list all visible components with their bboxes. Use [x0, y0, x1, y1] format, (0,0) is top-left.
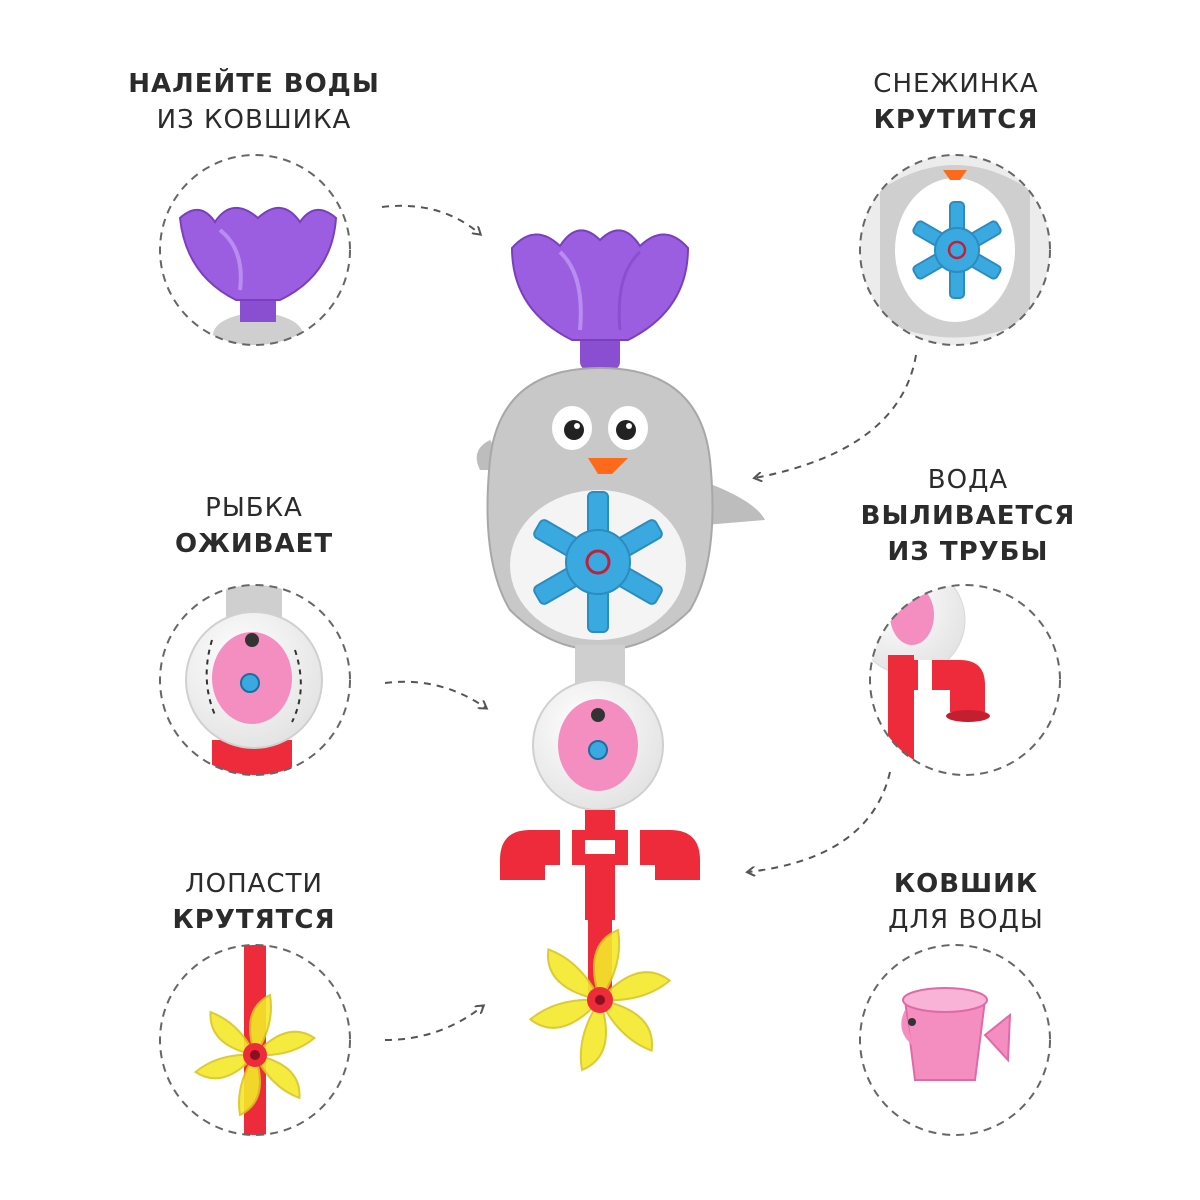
caption-snowflake-spins: СНЕЖИНКА КРУТИТСЯ [786, 66, 1126, 138]
caption-fish-comes-alive: РЫБКА ОЖИВАЕТ [84, 490, 424, 562]
caption-water-pours-from-pipe-line1: ВОДА [927, 465, 1009, 495]
caption-pour-water: НАЛЕЙТЕ ВОДЫ ИЗ КОВШИКА [84, 66, 424, 138]
caption-water-pours-from-pipe: ВОДА ВЫЛИВАЕТСЯ ИЗ ТРУБЫ [798, 462, 1138, 570]
caption-water-scoop-line1: КОВШИК [893, 869, 1039, 899]
arrow-to-blades [384, 1006, 483, 1041]
caption-fish-comes-alive-line1: РЫБКА [205, 493, 303, 523]
caption-water-pours-from-pipe-line3: ИЗ ТРУБЫ [887, 537, 1049, 567]
detail-circle-blades [159, 944, 351, 1136]
caption-water-scoop: КОВШИК ДЛЯ ВОДЫ [796, 866, 1136, 938]
detail-circle-snowflake [859, 154, 1051, 346]
yellow-blades [528, 928, 672, 1072]
grey-connector [575, 645, 625, 685]
caption-snowflake-spins-line2: КРУТИТСЯ [873, 105, 1039, 135]
fish-sphere [532, 679, 664, 811]
caption-pour-water-line1: НАЛЕЙТЕ ВОДЫ [128, 69, 380, 99]
arrow-to-cup [381, 204, 480, 234]
arrow-to-fish [384, 680, 486, 708]
purple-cup [510, 229, 690, 370]
arrow-to-snowflake [755, 354, 917, 478]
detail-circle-pipe [869, 584, 1061, 776]
penguin-bath-toy [476, 229, 765, 1072]
snowflake-wheel [533, 491, 663, 633]
snowflake-spiral-icon [585, 549, 611, 575]
caption-snowflake-spins-line1: СНЕЖИНКА [873, 69, 1039, 99]
caption-pour-water-line2: ИЗ КОВШИКА [156, 105, 352, 135]
caption-water-pours-from-pipe-line2: ВЫЛИВАЕТСЯ [860, 501, 1076, 531]
penguin-body [476, 366, 765, 652]
detail-circle-cup [159, 154, 351, 346]
caption-blades-spin-line2: КРУТЯТСЯ [172, 905, 336, 935]
arrow-to-pipe [748, 771, 891, 872]
caption-fish-comes-alive-line2: ОЖИВАЕТ [174, 529, 334, 559]
detail-circle-fish [159, 584, 351, 776]
caption-blades-spin-line1: ЛОПАСТИ [185, 869, 323, 899]
detail-circle-scoop [859, 944, 1051, 1136]
blades-hub-center [595, 995, 605, 1005]
connector-arrows [381, 204, 917, 1041]
caption-water-scoop-line2: ДЛЯ ВОДЫ [888, 905, 1044, 935]
caption-blades-spin: ЛОПАСТИ КРУТЯТСЯ [84, 866, 424, 938]
